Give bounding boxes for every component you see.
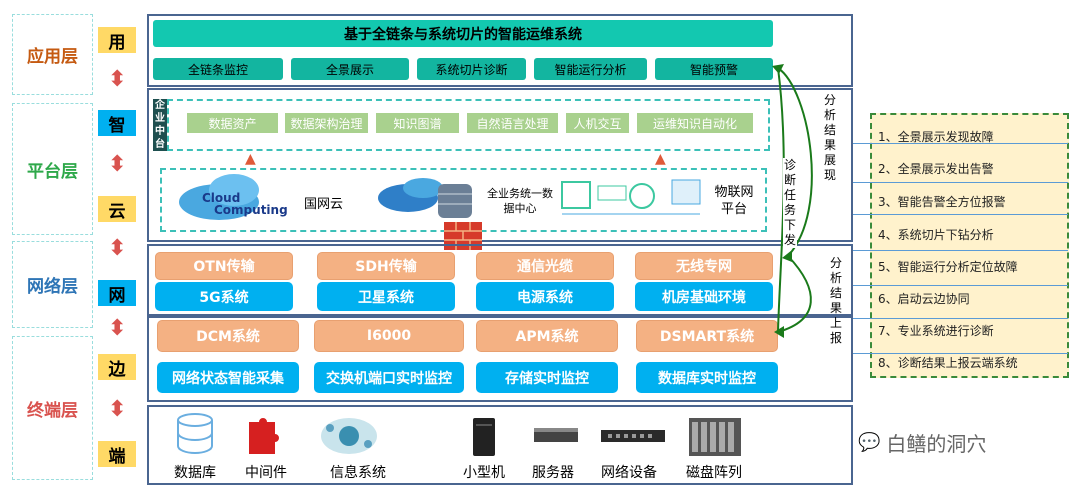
network-item[interactable]: OTN传输 — [155, 252, 293, 280]
svg-text:Computing: Computing — [214, 203, 288, 217]
system-title: 基于全链条与系统切片的智能运维系统 — [153, 20, 773, 47]
minicomputer-icon — [473, 418, 495, 456]
device-label: 网络设备 — [601, 465, 657, 481]
steps-panel — [870, 113, 1069, 378]
network-item[interactable]: 卫星系统 — [317, 282, 455, 311]
edge-item[interactable]: I6000 — [314, 320, 464, 352]
database-icon — [177, 413, 213, 455]
terminal-layer-box — [147, 405, 853, 485]
server-icon — [534, 428, 578, 442]
char-yun: 云 — [98, 196, 136, 222]
char-yong: 用 — [98, 27, 136, 53]
up-arrow-icon: ▲ — [655, 151, 666, 167]
device-label: 中间件 — [245, 465, 287, 481]
network-item[interactable]: 机房基础环境 — [635, 282, 773, 311]
device-label: 服务器 — [532, 465, 574, 481]
data-center-icon — [378, 178, 472, 218]
app-button[interactable]: 系统切片诊断 — [417, 58, 526, 80]
cloud-label: 国网云 — [304, 197, 344, 212]
step-item: 5、智能运行分析定位故障 — [878, 260, 1018, 274]
edge-item[interactable]: 数据库实时监控 — [636, 362, 778, 393]
up-arrow-icon: ▲ — [245, 151, 256, 167]
app-layer-box — [147, 14, 853, 87]
network-layer-box — [147, 244, 853, 316]
char-wang: 网 — [98, 280, 136, 306]
datacenter-label: 全业务统一数据中心 — [487, 187, 553, 215]
step-item: 8、诊断结果上报云端系统 — [878, 356, 1018, 370]
layer-label: 终端层 — [27, 400, 78, 421]
network-device-icon — [601, 430, 665, 442]
step-item: 4、系统切片下钻分析 — [878, 228, 994, 242]
step-item: 3、智能告警全方位报警 — [878, 195, 1006, 209]
app-button[interactable]: 智能运行分析 — [534, 58, 647, 80]
char-duan: 端 — [98, 441, 136, 467]
platform-item[interactable]: 数据资产 — [187, 113, 278, 133]
layer-label: 网络层 — [27, 277, 78, 297]
edge-layer-box — [147, 316, 853, 402]
task-dispatch-label: 诊断任务下发 — [783, 158, 797, 248]
layer-label: 应用层 — [27, 47, 78, 67]
iot-label: 物联网平台 — [714, 185, 754, 217]
char-bian: 边 — [98, 354, 136, 380]
edge-item[interactable]: DSMART系统 — [636, 320, 778, 352]
network-item[interactable]: 5G系统 — [155, 282, 293, 311]
middleware-icon — [249, 418, 279, 454]
iot-diagram-icon — [561, 179, 701, 215]
edge-item[interactable]: APM系统 — [476, 320, 618, 352]
result-show-label: 分析结果展现 — [823, 93, 836, 182]
svg-text:Cloud: Cloud — [202, 191, 240, 205]
flow-arrows — [772, 64, 813, 338]
double-arrow-icon: ⬍ — [108, 67, 127, 92]
step-item: 6、启动云边协同 — [878, 292, 970, 306]
char-zhi: 智 — [98, 110, 136, 136]
wechat-icon: 💬 — [858, 432, 881, 453]
app-button[interactable]: 全链条监控 — [153, 58, 283, 80]
platform-layer-box — [147, 88, 853, 242]
platform-item[interactable]: 数据架构治理 — [285, 113, 368, 133]
step-item: 1、全景展示发现故障 — [878, 130, 994, 144]
double-arrow-icon: ⬍ — [108, 397, 127, 422]
device-label: 小型机 — [463, 465, 505, 481]
disk-array-icon — [689, 418, 741, 456]
app-button[interactable]: 智能预警 — [655, 58, 773, 80]
double-arrow-icon: ⬍ — [108, 236, 127, 261]
middle-platform-frame — [167, 99, 770, 151]
layer-label: 平台层 — [27, 161, 78, 182]
step-item: 7、专业系统进行诊断 — [878, 324, 994, 338]
network-item[interactable]: 无线专网 — [635, 252, 773, 280]
platform-item[interactable]: 知识图谱 — [376, 113, 459, 133]
double-arrow-icon: ⬍ — [108, 152, 127, 177]
edge-item[interactable]: 交换机端口实时监控 — [314, 362, 464, 393]
layer-app: 应用层 — [12, 14, 93, 95]
app-button[interactable]: 全景展示 — [291, 58, 409, 80]
middle-platform-label: 企业中台 — [153, 99, 167, 151]
watermark-text: 白鳝的洞穴 — [886, 432, 987, 456]
platform-item[interactable]: 人机交互 — [566, 113, 629, 133]
step-item: 2、全景展示发出告警 — [878, 162, 994, 176]
device-label: 数据库 — [174, 465, 216, 481]
platform-item[interactable]: 自然语言处理 — [467, 113, 558, 133]
layer-network: 网络层 — [12, 241, 93, 328]
double-arrow-icon: ⬍ — [108, 316, 127, 341]
network-item[interactable]: 电源系统 — [476, 282, 614, 311]
device-label: 磁盘阵列 — [686, 465, 742, 481]
information-system-icon — [321, 418, 377, 454]
watermark: 💬白鳝的洞穴 — [858, 428, 986, 457]
edge-item[interactable]: DCM系统 — [157, 320, 299, 352]
result-report-label: 分析结果上报 — [829, 256, 842, 345]
layer-platform: 平台层 — [12, 103, 93, 235]
layer-terminal: 终端层 — [12, 336, 93, 480]
device-label: 信息系统 — [330, 465, 386, 481]
network-item[interactable]: 通信光缆 — [476, 252, 614, 280]
edge-item[interactable]: 网络状态智能采集 — [157, 362, 299, 393]
edge-item[interactable]: 存储实时监控 — [476, 362, 618, 393]
platform-item[interactable]: 运维知识自动化 — [637, 113, 753, 133]
network-item[interactable]: SDH传输 — [317, 252, 455, 280]
